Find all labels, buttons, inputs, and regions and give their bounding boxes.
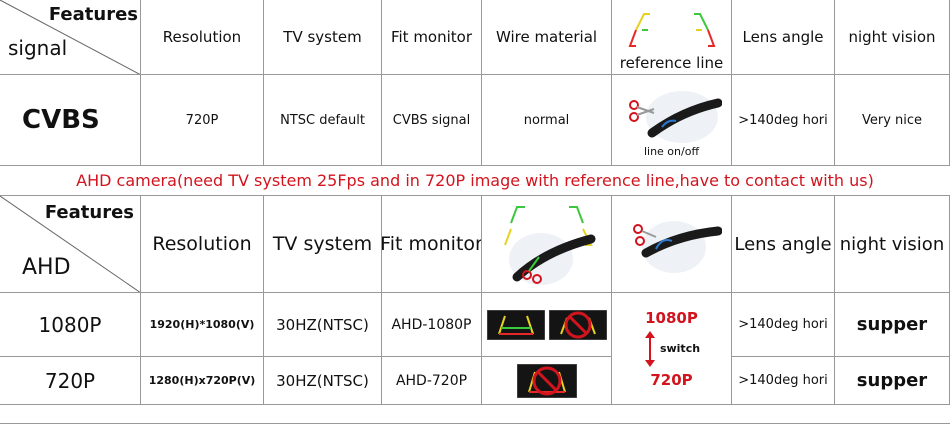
switch-bottom-label: 720P [650,370,693,389]
ahd-preview-720 [482,357,612,405]
switch-label: switch [659,342,701,355]
camera-cable-icon [632,221,722,273]
ahd-lens-720: >140deg hori [732,357,835,405]
cvbs-features-label: Features [48,4,138,25]
guide-lines-icon [628,13,715,47]
ahd-monitor-720: AHD-720P [382,357,482,405]
ahd-corner-cell: Features AHD [0,196,141,293]
ahd-row-label-1080: 1080P [0,293,141,357]
cvbs-reference-line-image: line on/off [612,75,732,166]
cvbs-header-lens-angle: Lens angle [732,0,835,75]
ahd-header-fit-monitor: Fit monitor [382,196,482,293]
cvbs-header-tv-system: TV system [264,0,382,75]
reference-line-label: reference line [619,54,724,72]
cvbs-fit-monitor: CVBS signal [382,75,482,166]
cvbs-header-resolution: Resolution [141,0,264,75]
no-sign-icon [548,309,607,340]
cvbs-tv-system: NTSC default [264,75,382,166]
cvbs-header-wire-material: Wire material [482,0,612,75]
ahd-preview-1080 [482,293,612,357]
ahd-row-label-720: 720P [0,357,141,405]
cvbs-header-fit-monitor: Fit monitor [382,0,482,75]
ahd-lens-1080: >140deg hori [732,293,835,357]
guide-lines-icon [503,206,595,285]
scissors-icon [628,99,654,122]
double-arrow-icon [644,330,655,367]
cvbs-corner-cell: Features signal [0,0,141,75]
ahd-features-label: Features [44,202,134,223]
cvbs-header-night-vision: night vision [835,0,950,75]
ahd-header-cable-image [612,196,732,293]
scissors-icon [632,224,656,246]
ahd-monitor-1080: AHD-1080P [382,293,482,357]
guide-lines-icon [486,309,545,340]
ahd-resolution-720: 1280(H)x720P(V) [141,357,264,405]
ahd-header-tv-system: TV system [264,196,382,293]
cvbs-wire-material: normal [482,75,612,166]
switch-top-label: 1080P [645,308,698,327]
no-sign-icon [516,363,577,398]
bottom-spare-row [0,405,950,424]
cvbs-night-vision: Very nice [835,75,950,166]
cvbs-header-reference-line: reference line [612,0,732,75]
ahd-switch-cell: 1080P switch 720P [612,293,732,405]
ahd-header-lens-angle: Lens angle [732,196,835,293]
ahd-tv-1080: 30HZ(NTSC) [264,293,382,357]
ahd-night-720: supper [835,357,950,405]
ahd-night-1080: supper [835,293,950,357]
ahd-resolution-1080: 1920(H)*1080(V) [141,293,264,357]
cvbs-signal-label: signal [8,36,68,60]
ahd-tv-720: 30HZ(NTSC) [264,357,382,405]
scissors-icon [521,256,542,284]
ahd-header-resolution: Resolution [141,196,264,293]
cvbs-lens-angle: >140deg hori [732,75,835,166]
ahd-header-guide-image [482,196,612,293]
cvbs-resolution: 720P [141,75,264,166]
cvbs-row-label: CVBS [0,75,141,166]
camera-cable-icon [628,90,722,143]
switch-indicator: switch [643,327,700,371]
line-on-off-label: line on/off [643,144,700,158]
ahd-banner: AHD camera(need TV system 25Fps and in 7… [0,166,950,196]
ahd-signal-label: AHD [22,255,71,280]
ahd-header-night-vision: night vision [835,196,950,293]
